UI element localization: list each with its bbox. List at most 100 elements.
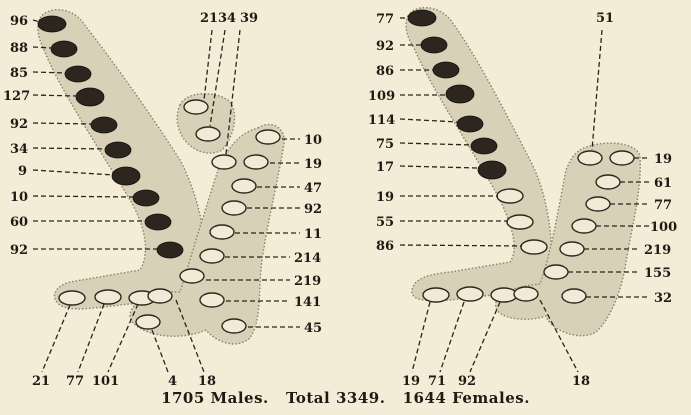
caption-total: Total 3349.	[286, 389, 385, 407]
vertebra	[51, 41, 77, 57]
vertebra	[136, 315, 160, 329]
label-branch-3: 47	[304, 181, 322, 196]
vertebra	[157, 242, 183, 258]
vertebra	[562, 289, 586, 303]
label-branch-1: 19	[654, 152, 672, 167]
label-stem-2: 92	[376, 39, 394, 54]
vertebra	[446, 85, 474, 103]
figure-caption: 1705 Males. Total 3349. 1644 Females.	[0, 389, 691, 407]
vertebra	[210, 225, 234, 239]
vertebra	[408, 10, 436, 26]
label-branch-1: 10	[304, 133, 322, 148]
label-branch-5: 219	[644, 243, 671, 258]
label-stem-4: 109	[368, 89, 395, 104]
vertebra	[91, 117, 117, 133]
vertebra	[222, 319, 246, 333]
vertebra	[586, 197, 610, 211]
label-bottom-4: 18	[572, 374, 590, 389]
label-stem-5: 114	[368, 113, 395, 128]
label-bottom-2: 77	[66, 374, 84, 389]
vertebra	[232, 179, 256, 193]
vertebra	[196, 127, 220, 141]
vertebra	[65, 66, 91, 82]
vertebra	[521, 240, 547, 254]
label-stem-4: 127	[3, 89, 30, 104]
vertebra	[76, 88, 104, 106]
label-branch-6: 214	[294, 251, 321, 266]
vertebra	[471, 138, 497, 154]
label-bottom-4: 4	[168, 374, 177, 389]
vertebra	[200, 249, 224, 263]
label-branch-7: 32	[654, 291, 672, 306]
vertebra	[212, 155, 236, 169]
vertebra	[200, 293, 224, 307]
label-bottom-3: 92	[458, 374, 476, 389]
caption-males: 1705 Males.	[161, 389, 269, 407]
label-stem-5: 92	[10, 117, 28, 132]
label-top-1: 51	[596, 11, 614, 26]
vertebra	[572, 219, 596, 233]
caption-females: 1644 Females.	[403, 389, 530, 407]
label-stem-2: 88	[10, 41, 28, 56]
label-top-1: 21	[200, 11, 218, 26]
label-stem-6: 75	[376, 137, 394, 152]
vertebra	[497, 189, 523, 203]
vertebra	[148, 289, 172, 303]
vertebra	[256, 130, 280, 144]
label-branch-2: 61	[654, 176, 672, 191]
vertebra	[105, 142, 131, 158]
vertebra	[38, 16, 66, 32]
label-stem-10: 92	[10, 243, 28, 258]
vertebra	[596, 175, 620, 189]
vertebra	[610, 151, 634, 165]
vertebra	[244, 155, 268, 169]
vertebra	[560, 242, 584, 256]
label-branch-2: 19	[304, 157, 322, 172]
label-bottom-1: 19	[402, 374, 420, 389]
vertebra	[180, 269, 204, 283]
vertebra	[433, 62, 459, 78]
vertebra	[544, 265, 568, 279]
label-branch-7: 219	[294, 274, 321, 289]
label-stem-7: 9	[18, 164, 27, 179]
vertebra	[478, 161, 506, 179]
label-stem-8: 10	[10, 190, 28, 205]
vertebra	[133, 190, 159, 206]
vertebra	[423, 288, 449, 302]
label-stem-7: 17	[376, 160, 394, 175]
vertebra	[514, 287, 538, 301]
label-stem-9: 60	[10, 215, 28, 230]
females-figure: 77 92 86 109 114 75 17 19 55 86 51 19 61…	[368, 8, 677, 389]
label-branch-9: 45	[304, 321, 322, 336]
label-stem-3: 85	[10, 66, 28, 81]
label-bottom-3: 101	[92, 374, 119, 389]
vertebra	[507, 215, 533, 229]
vertebra	[112, 167, 140, 185]
vertebra	[95, 290, 121, 304]
vertebra	[457, 287, 483, 301]
vertebra	[578, 151, 602, 165]
vertebra	[145, 214, 171, 230]
label-branch-8: 141	[294, 295, 321, 310]
label-branch-5: 11	[304, 227, 322, 242]
vertebra	[222, 201, 246, 215]
label-stem-1: 77	[376, 12, 394, 27]
label-bottom-1: 21	[32, 374, 50, 389]
label-stem-6: 34	[10, 142, 28, 157]
label-stem-8: 19	[376, 190, 394, 205]
label-branch-3: 77	[654, 198, 672, 213]
vertebra	[457, 116, 483, 132]
label-branch-6: 155	[644, 266, 671, 281]
vertebra	[491, 288, 517, 302]
label-stem-1: 96	[10, 14, 28, 29]
vertebra	[421, 37, 447, 53]
label-top-2: 34	[218, 11, 236, 26]
vertebra	[184, 100, 208, 114]
vertebra	[59, 291, 85, 305]
label-stem-9: 55	[376, 215, 394, 230]
label-branch-4: 92	[304, 202, 322, 217]
label-bottom-2: 71	[428, 374, 446, 389]
label-bottom-5: 18	[198, 374, 216, 389]
